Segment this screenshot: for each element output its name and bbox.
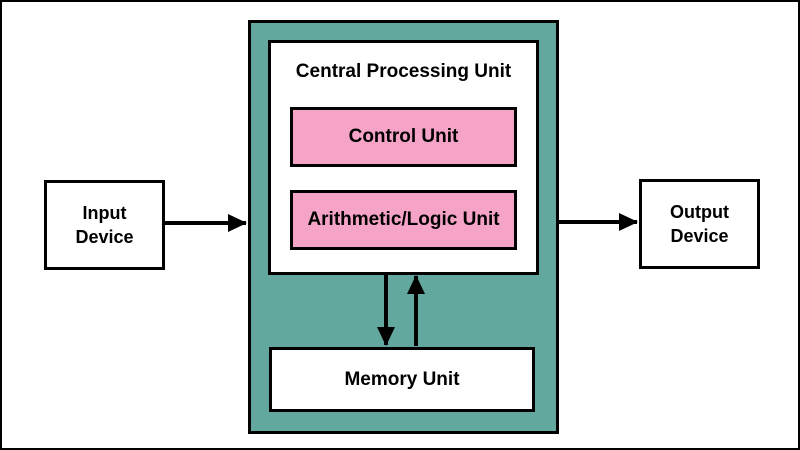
output-device-label: Output Device [670,200,729,249]
input-device-label: Input Device [75,201,133,250]
memory-unit-label: Memory Unit [344,368,460,390]
cpu-block: Central Processing Unit Control Unit Ari… [248,20,559,434]
control-unit-box: Control Unit [290,107,517,167]
output-device-box: Output Device [639,179,760,269]
arithmetic-logic-unit-box: Arithmetic/Logic Unit [290,190,517,250]
memory-unit-box: Memory Unit [269,347,535,412]
control-unit-label: Control Unit [348,126,459,147]
input-device-label-line1: Input [82,202,127,223]
input-device-box: Input Device [44,180,165,270]
cpu-title: Central Processing Unit [295,61,512,82]
arithmetic-logic-unit-label: Arithmetic/Logic Unit [307,209,500,230]
input-device-label-line2: Device [75,227,134,247]
cpu-inner-box: Central Processing Unit Control Unit Ari… [268,40,539,275]
output-device-label-line2: Device [670,226,729,246]
output-device-label-line1: Output [670,201,729,222]
